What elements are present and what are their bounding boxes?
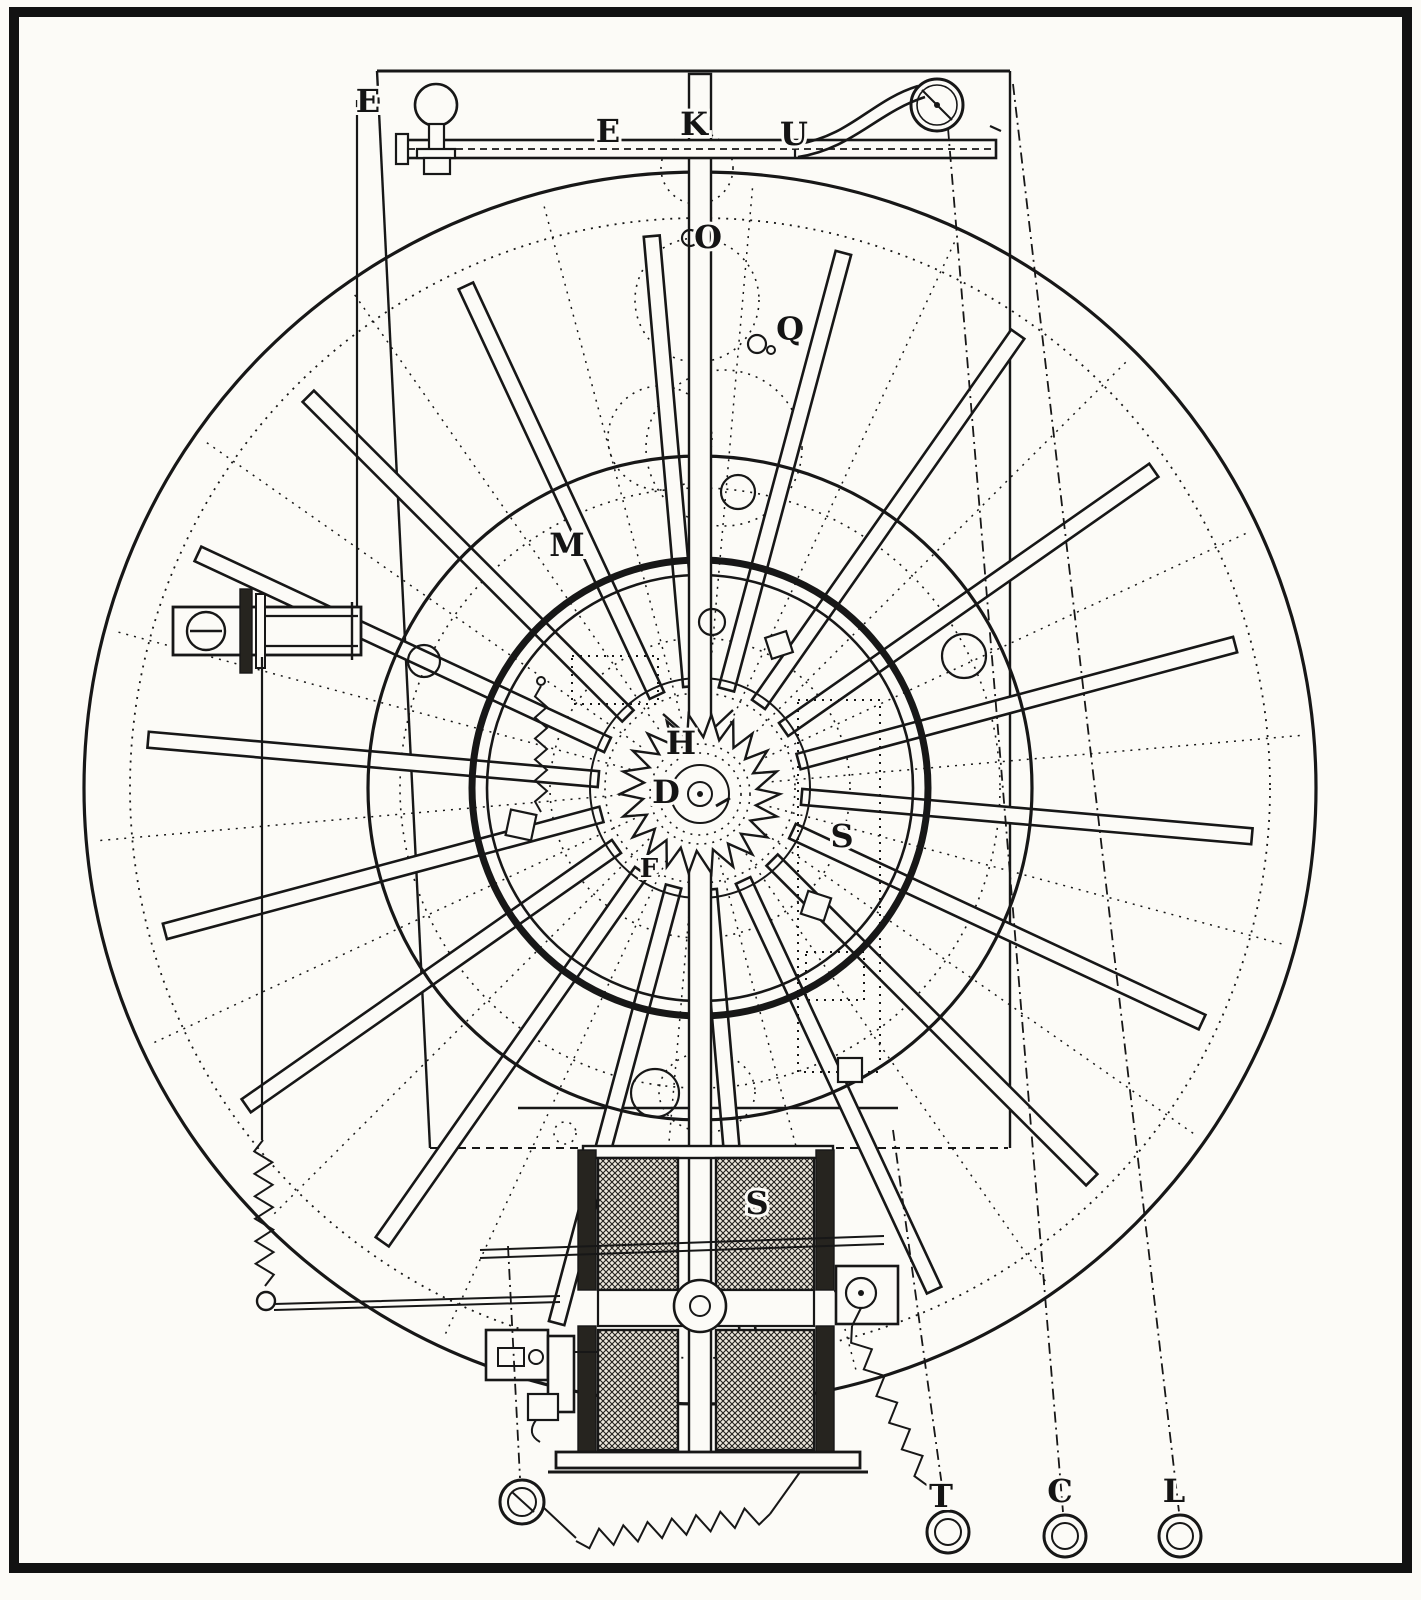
ratchet-gear [616,711,784,877]
coil-base [554,1450,862,1470]
terminals [498,1478,1203,1559]
terminal-leads [507,83,1180,1513]
armature-hub [672,1278,728,1334]
terminal-L [1157,1513,1203,1559]
hub-details [504,629,881,1084]
pallet-pin [715,796,731,808]
border-frame [9,7,1412,1573]
label-c: C [1047,1472,1072,1510]
wiring-and-springs [252,100,929,1550]
label-u: U [780,115,808,153]
coil-flange [577,1149,597,1291]
bottom-spring [575,1506,771,1550]
label-s-coil: S [745,1184,768,1222]
top-rod-assembly [394,77,1002,176]
label-o: O [694,218,722,256]
label-f: F [640,854,659,884]
label-t: T [929,1477,953,1515]
coil-winding [714,1156,816,1292]
small-circles [406,228,988,1119]
label-q: Q [776,310,804,348]
left-spring [252,1139,276,1287]
part-labels: E E K U O Q M H D F S S T C L [353,79,1188,1518]
label-k: K [680,105,709,143]
spring-eyelet [255,1290,277,1312]
right-spring [850,1325,929,1487]
label-l: L [1163,1472,1186,1510]
coil-winding [714,1328,816,1452]
terminal-T [925,1509,971,1555]
link-rod [273,1295,561,1311]
hub-spring [533,685,549,813]
coil-flange [815,1325,835,1453]
coil-flange [577,1325,597,1453]
terminal-bottom-left [498,1478,546,1526]
label-s-wheel: S [830,817,853,855]
coil-winding [596,1328,680,1452]
label-h: H [666,724,696,762]
terminal-C [1042,1513,1088,1559]
band [797,95,926,159]
label-e-frame: E [356,82,380,120]
left-adjuster [171,588,363,674]
coil-winding [596,1156,680,1292]
electromagnet-assembly [479,1144,900,1474]
label-m: M [549,526,584,564]
standard-knob [413,82,459,128]
label-e-rod: E [596,112,620,150]
coil-flange [815,1149,835,1291]
armature-rod [479,1235,885,1251]
label-d: D [652,773,680,811]
